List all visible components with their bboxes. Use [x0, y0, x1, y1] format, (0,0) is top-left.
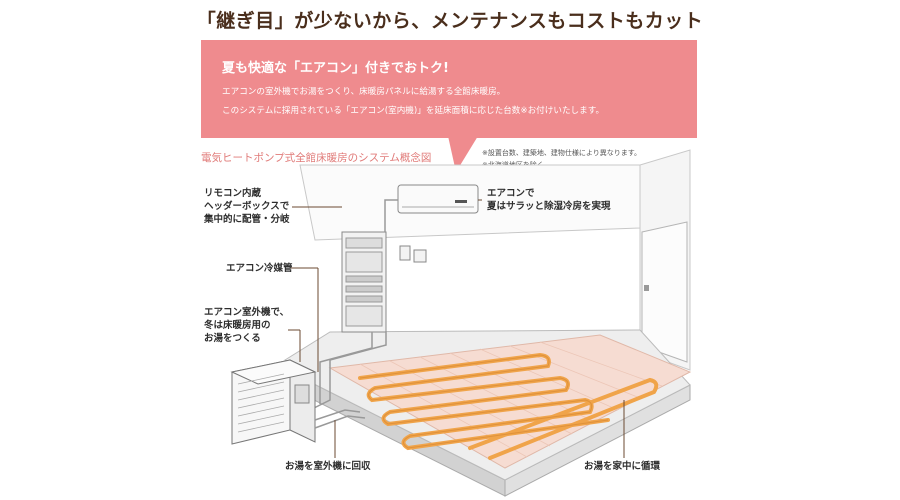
callout-line-1: エアコンの室外機でお湯をつくり、床暖房パネルに給湯する全館床暖房。	[222, 87, 506, 97]
label-outdoor-unit-line-1: エアコン室外機で、	[204, 307, 290, 318]
note-1: ※設置台数、建築地、建物仕様により異なります。	[482, 149, 642, 157]
label-indoor-ac-line-1: エアコンで	[487, 188, 535, 199]
label-outdoor-unit: エアコン室外機で、 冬は床暖房用の お湯をつくる	[204, 306, 289, 345]
label-outdoor-unit-line-2: 冬は床暖房用の	[204, 320, 271, 331]
heating-pipes	[358, 352, 659, 460]
callout-heading: 夏も快適な「エアコン」付きでおトク!	[222, 61, 449, 76]
indoor-ac-unit	[397, 184, 479, 214]
door-handle	[644, 285, 649, 291]
label-return-water: お湯を室外機に回収	[285, 461, 371, 472]
label-outdoor-unit-line-3: お湯をつくる	[204, 333, 261, 344]
leader-lines	[288, 199, 625, 458]
label-header-box-line-2: ヘッダーボックスで	[204, 201, 290, 212]
refrigerant-pipe	[309, 199, 398, 411]
wall-remote	[399, 245, 411, 261]
door	[641, 221, 688, 363]
label-header-box-line-3: 集中的に配管・分岐	[204, 214, 290, 225]
wall-outlet	[413, 249, 427, 263]
outdoor-unit	[230, 359, 317, 445]
header-box-cabinet	[341, 231, 387, 333]
callout-line-2: このシステムに採用されている「エアコン(室内機)」を延床面積に応じた台数※お付け…	[222, 106, 605, 116]
label-header-box-line-1: リモコン内蔵	[204, 188, 262, 199]
label-header-box: リモコン内蔵 ヘッダーボックスで 集中的に配管・分岐	[204, 187, 290, 226]
label-circulate: お湯を家中に循環	[584, 461, 661, 472]
callout-box: 夏も快適な「エアコン」付きでおトク! エアコンの室外機でお湯をつくり、床暖房パネ…	[201, 40, 697, 138]
headline: 「継ぎ目」が少ないから、メンテナンスもコストもカット	[196, 10, 704, 32]
label-refrigerant-pipe: エアコン冷媒管	[226, 263, 293, 274]
heating-pipe-edges	[359, 354, 609, 449]
label-indoor-ac-line-2: 夏はサラッと除湿冷房を実現	[487, 201, 611, 212]
label-indoor-ac: エアコンで 夏はサラッと除湿冷房を実現	[487, 187, 611, 213]
diagram-caption: 電気ヒートポンプ式全館床暖房のシステム概念図	[201, 152, 432, 164]
outdoor-piping	[314, 409, 366, 429]
